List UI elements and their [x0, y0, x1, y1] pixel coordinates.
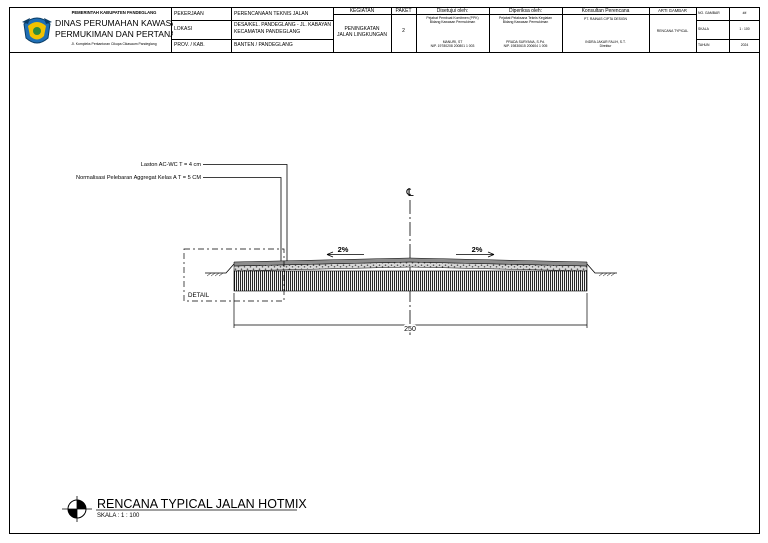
prov-value: BANTEN / PANDEGLANG: [234, 42, 293, 48]
slope-left-label: 2%: [338, 245, 349, 254]
slope-right-label: 2%: [472, 245, 483, 254]
paket-value: 2: [402, 28, 405, 34]
konsultan-company: PT. RAINAS CIPTA DESIGN: [584, 17, 627, 21]
leader-laston: [203, 164, 288, 263]
label-normalisasi: Normalisasi Pelebaran Aggregat Kelas A T…: [76, 175, 201, 181]
dimension-line: [233, 293, 588, 328]
pekerjaan-value: PERENCANAAN TEKNIS JALAN: [234, 11, 309, 17]
laston-surface-layer: [233, 257, 588, 267]
skala-label: SKALA: [698, 27, 709, 31]
kegiatan-label: KEGIATAN: [349, 8, 375, 14]
disetujui-name: MANURI, ST: [442, 40, 463, 44]
detail-label: DETAIL: [188, 292, 210, 299]
title-block: PEMERINTAH KABUPATEN PANDEGLANG DINAS PE…: [9, 7, 760, 53]
government-logo: [22, 14, 52, 48]
agency-name-line2: PERMUKIMAN DAN PERTANAHAN: [55, 29, 173, 39]
kegiatan-value-line1: PENINGKATAN: [344, 26, 380, 32]
dimension-width: 250: [404, 326, 416, 333]
gambar-label: ARTI GAMBAR: [658, 8, 687, 13]
lokasi-value-line2: KECAMATAN PANDEGLANG: [234, 29, 301, 35]
left-ground-hatch: [206, 272, 224, 277]
leader-normalisasi: [203, 177, 282, 267]
label-laston: Laston AC-WC T = 4 cm: [141, 162, 202, 168]
paket-label: PAKET: [395, 8, 412, 14]
no-gambar-label: NO. GAMBAR: [698, 11, 720, 15]
agency-name-line1: DINAS PERUMAHAN KAWASAN: [55, 18, 173, 28]
skala-value: 1 : 100: [739, 27, 750, 31]
agency-address: Jl. Kompleks Perkantoran Cikupa Cikasaum…: [71, 42, 157, 46]
drawing-title: RENCANA TYPICAL JALAN HOTMIX: [97, 497, 307, 511]
diperiksa-label: Diperiksa oleh:: [508, 8, 543, 14]
right-shoulder: [586, 263, 617, 274]
no-gambar-value: ##: [742, 11, 747, 15]
diperiksa-role-line1: Pejabat Pelaksana Teknis Kegiatan: [498, 16, 553, 20]
government-name: PEMERINTAH KABUPATEN PANDEGLANG: [71, 10, 157, 15]
centerline-symbol: ℄: [405, 187, 413, 199]
right-ground-hatch: [598, 272, 616, 277]
subgrade-hatch: [233, 270, 588, 292]
diperiksa-nip: NIP. 19830615 200604 1 005: [503, 44, 548, 48]
drawing-sheet-border: [9, 7, 760, 534]
kegiatan-value-line2: JALAN LINGKUNGAN: [336, 32, 387, 38]
drawing-scale: SKALA : 1 : 100: [97, 513, 140, 519]
gambar-value: RENCANA TYPICAL: [656, 29, 689, 33]
disetujui-role-line2: Bidang Kawasan Permukiman: [429, 20, 476, 24]
prov-label: PROV. / KAB.: [174, 42, 205, 48]
disetujui-nip: NIP. 19780208 200801 1 003: [430, 44, 475, 48]
diperiksa-name: PRADA SURYANA, S.Pd.: [506, 40, 545, 44]
pekerjaan-label: PEKERJAAN: [174, 11, 204, 17]
slope-right-arrow: [456, 251, 495, 258]
lokasi-value-line1: DESA/KEL. PANDEGLANG - JL. KABAYAN: [234, 22, 331, 28]
tahun-value: 2024: [740, 43, 749, 47]
disetujui-role-line1: Pejabat Pembuat Komitmen (PPK): [426, 16, 479, 20]
lokasi-label: LOKASI: [174, 26, 193, 32]
konsultan-role: Direktur: [599, 44, 612, 48]
diperiksa-role-line2: Bidang Kawasan Permukiman: [502, 20, 549, 24]
konsultan-label: Konsultan Perencana: [581, 8, 630, 14]
slope-left-arrow: [326, 251, 364, 258]
disetujui-label: Disetujui oleh:: [436, 8, 469, 14]
left-shoulder: [205, 263, 235, 274]
title-crosshair-symbol: [62, 496, 92, 522]
konsultan-name: INDRA JAKAR FALIH, S.T.: [585, 40, 626, 44]
tahun-label: TAHUN: [698, 43, 710, 47]
